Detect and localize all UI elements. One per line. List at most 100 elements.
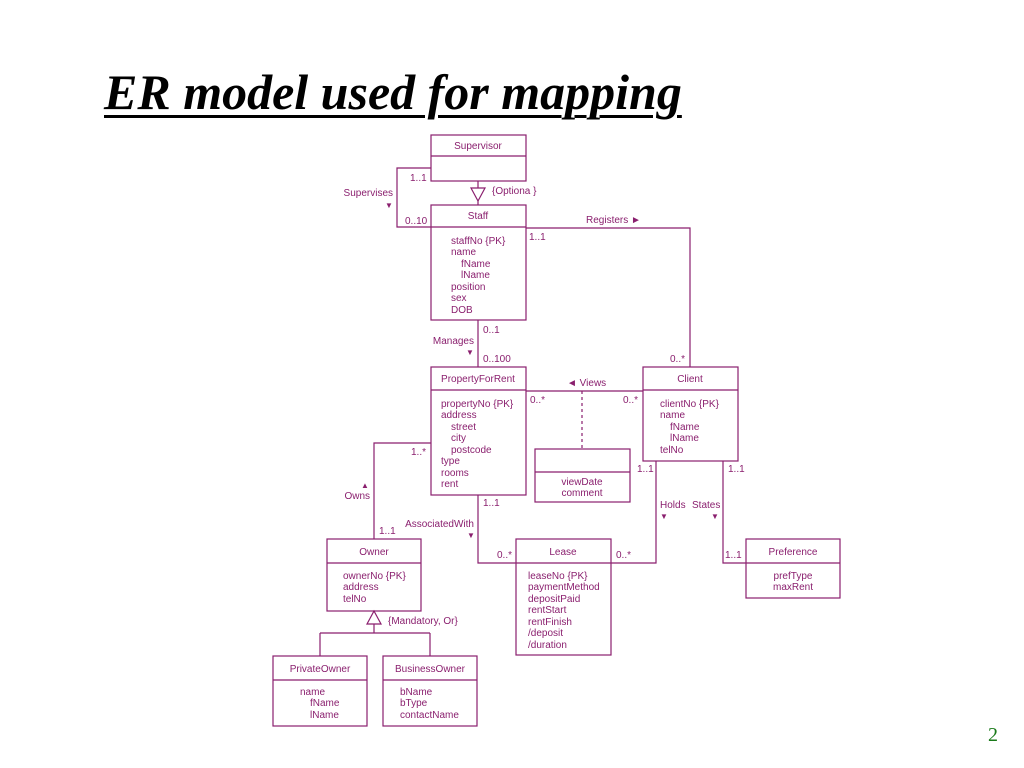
relationship-registers: Registers ► 1..1 0..* (526, 215, 691, 367)
specialization-owner: {Mandatory, Or} (319, 609, 459, 656)
constraint-label: {Optiona } (492, 186, 537, 197)
multiplicity: 0..* (497, 550, 512, 561)
relationship-associated-with: AssociatedWith ▼ 1..1 0..* (405, 495, 516, 564)
attribute: city (451, 433, 466, 444)
relationship-label: Registers ► (586, 215, 641, 226)
multiplicity: 0..10 (405, 216, 428, 227)
attribute: clientNo {PK} (660, 399, 720, 410)
attribute: sex (451, 293, 467, 304)
attribute: fName (310, 698, 340, 709)
direction-arrow: ▼ (660, 512, 668, 521)
entity-business-owner: BusinessOwner bName bType contactName (382, 655, 478, 727)
entity-client: Client clientNo {PK} name fName lName te… (642, 366, 739, 462)
entity-name: Supervisor (454, 141, 502, 152)
entity-property-for-rent: PropertyForRent propertyNo {PK} address … (430, 366, 527, 496)
attribute: bType (400, 698, 428, 709)
association-class-viewing: viewDate comment (534, 448, 631, 503)
entity-name: PrivateOwner (290, 664, 351, 675)
entity-name: Preference (769, 547, 818, 558)
attribute: viewDate (561, 477, 603, 488)
attribute: rentStart (528, 605, 567, 616)
slide-title: ER model used for mapping (104, 64, 682, 120)
attribute: address (343, 582, 379, 593)
relationship-label: States (692, 500, 720, 511)
relationship-holds: Holds ▼ 1..1 0..* (611, 461, 686, 564)
attribute: postcode (451, 445, 492, 456)
attribute: staffNo {PK} (451, 236, 506, 247)
relationship-label: Owns (344, 491, 370, 502)
direction-arrow: ▼ (385, 201, 393, 210)
multiplicity: 1..* (411, 447, 426, 458)
multiplicity: 1..1 (379, 526, 396, 537)
attribute: maxRent (773, 582, 813, 593)
multiplicity: 0..* (623, 395, 638, 406)
attribute: /deposit (528, 628, 563, 639)
constraint-label: {Mandatory, Or} (388, 616, 459, 627)
attribute: rooms (441, 468, 469, 479)
relationship-views: ◄ Views 0..* 0..* (526, 378, 643, 449)
relationship-supervises: Supervises ▼ 1..1 0..10 (344, 167, 431, 228)
direction-arrow: ▼ (467, 531, 475, 540)
relationship-label: AssociatedWith (405, 519, 474, 530)
attribute: contactName (400, 710, 459, 721)
direction-arrow: ▲ (361, 481, 369, 490)
attribute: lName (670, 433, 699, 444)
attribute: position (451, 282, 485, 293)
attribute: fName (461, 259, 491, 270)
entity-name: Client (677, 374, 703, 385)
attribute: depositPaid (528, 594, 580, 605)
multiplicity: 0..* (530, 395, 545, 406)
direction-arrow: ▼ (711, 512, 719, 521)
multiplicity: 1..1 (728, 464, 745, 475)
multiplicity: 1..1 (410, 173, 427, 184)
entity-name: Owner (359, 547, 389, 558)
relationship-states: States ▼ 1..1 1..1 (692, 461, 746, 564)
entity-lease: Lease leaseNo {PK} paymentMethod deposit… (515, 538, 612, 656)
attribute: rent (441, 479, 458, 490)
attribute: comment (561, 488, 602, 499)
relationship-manages: Manages ▼ 0..1 0..100 (433, 320, 511, 367)
multiplicity: 1..1 (483, 498, 500, 509)
attribute: leaseNo {PK} (528, 571, 588, 582)
entity-name: BusinessOwner (395, 664, 466, 675)
page-number: 2 (988, 724, 998, 746)
attribute: name (451, 247, 476, 258)
attribute: bName (400, 687, 433, 698)
multiplicity: 0..* (616, 550, 631, 561)
attribute: rentFinish (528, 617, 572, 628)
attribute: DOB (451, 305, 473, 316)
attribute: telNo (343, 594, 367, 605)
relationship-label: Supervises (344, 188, 393, 199)
entity-name: Lease (549, 547, 577, 558)
multiplicity: 1..1 (637, 464, 654, 475)
attribute: propertyNo {PK} (441, 399, 514, 410)
attribute: type (441, 456, 460, 467)
attribute: address (441, 410, 477, 421)
entity-private-owner: PrivateOwner name fName lName (272, 655, 368, 727)
entity-supervisor: Supervisor (430, 134, 527, 182)
attribute: street (451, 422, 476, 433)
attribute: lName (310, 710, 339, 721)
multiplicity: 0..1 (483, 325, 500, 336)
attribute: /duration (528, 640, 567, 651)
attribute: fName (670, 422, 700, 433)
attribute: ownerNo {PK} (343, 571, 406, 582)
entity-name: Staff (468, 211, 489, 222)
multiplicity: 1..1 (529, 232, 546, 243)
relationship-label: Manages (433, 336, 474, 347)
entity-name: PropertyForRent (441, 374, 515, 385)
entity-staff: Staff staffNo {PK} name fName lName posi… (430, 204, 527, 321)
relationship-owns: Owns ▲ 1..* 1..1 (344, 442, 431, 539)
attribute: telNo (660, 445, 684, 456)
attribute: paymentMethod (528, 582, 600, 593)
relationship-label: ◄ Views (567, 378, 606, 389)
multiplicity: 0..* (670, 354, 685, 365)
relationship-label: Holds (660, 500, 686, 511)
multiplicity: 1..1 (725, 550, 742, 561)
entity-preference: Preference prefType maxRent (745, 538, 841, 599)
multiplicity: 0..100 (483, 354, 511, 365)
entity-owner: Owner ownerNo {PK} address telNo (326, 538, 422, 612)
attribute: lName (461, 270, 490, 281)
specialization-staff: {Optiona } (469, 181, 537, 205)
